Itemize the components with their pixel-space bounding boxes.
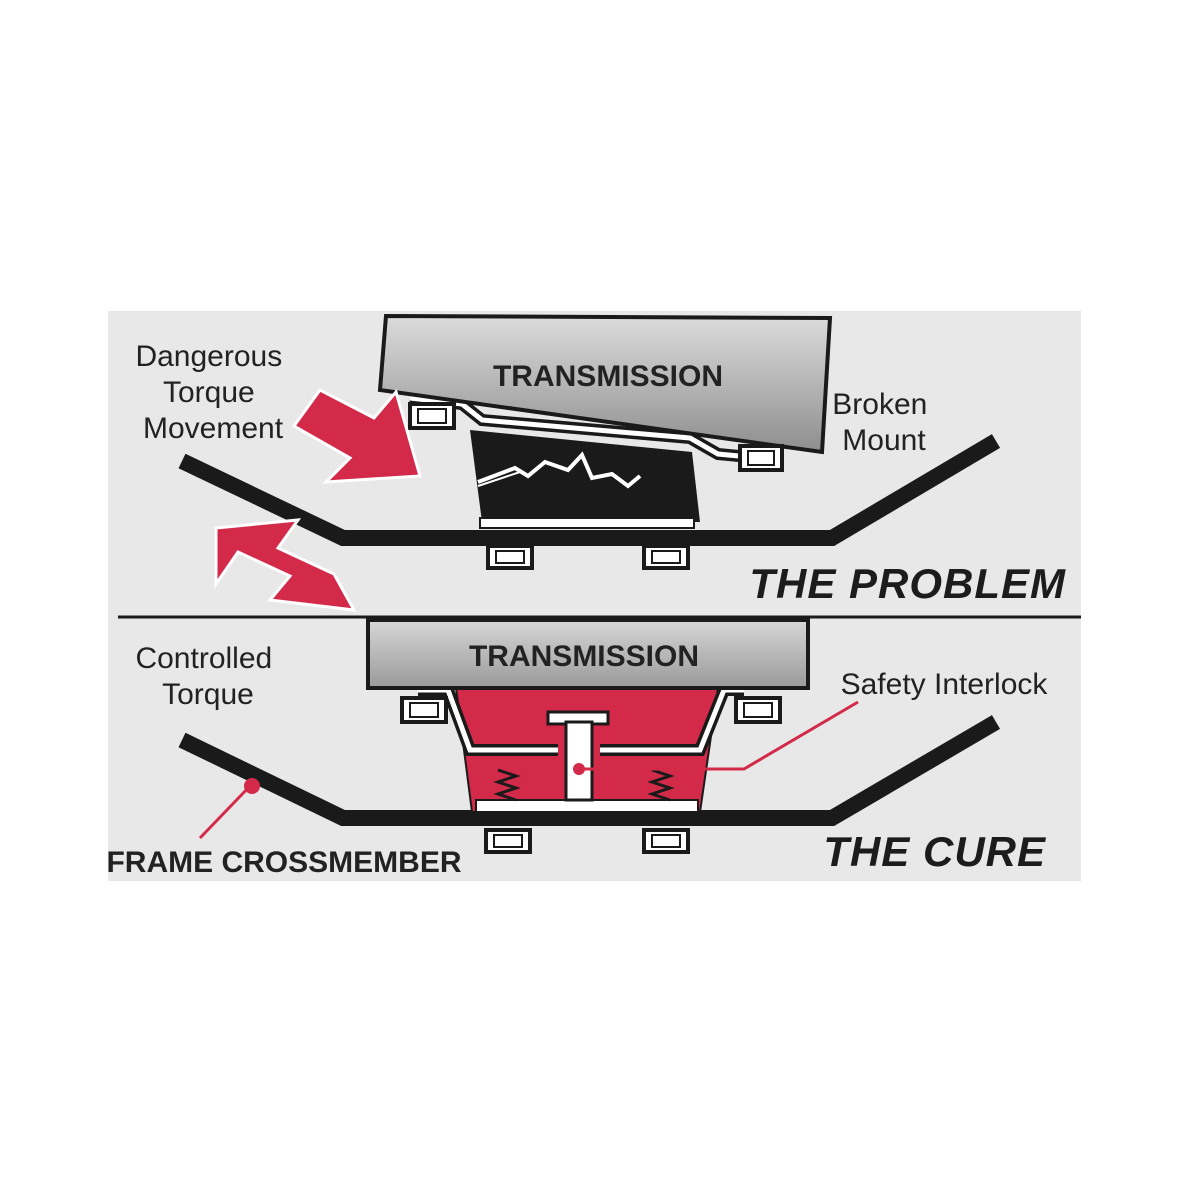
problem-title: THE PROBLEM xyxy=(749,560,1066,607)
right-spring-icon xyxy=(647,768,675,802)
cure-section: TRANSMISSION Controlled Torque Safety In… xyxy=(106,618,1049,879)
cure-frame-crossmember xyxy=(178,715,1001,826)
cure-frame-bolt-right xyxy=(642,828,690,854)
frame-leader-line xyxy=(198,784,252,840)
broken-mount-label: Broken Mount xyxy=(832,388,935,457)
problem-trans-bolt-right xyxy=(738,444,784,472)
frame-crossmember-label: FRAME CROSSMEMBER xyxy=(106,846,461,879)
torque-arrow-up-icon xyxy=(291,388,422,484)
cure-trans-bolt-right xyxy=(734,696,782,724)
mount-crack xyxy=(477,451,642,489)
controlled-torque-label: Controlled Torque xyxy=(135,642,280,711)
torque-arrow-down-shape xyxy=(214,518,357,612)
problem-frame-bolt-right xyxy=(642,544,690,570)
safety-interlock-icon xyxy=(546,710,610,802)
broken-mount-body xyxy=(470,430,700,522)
cure-transmission-label: TRANSMISSION xyxy=(469,640,699,673)
left-spring-icon xyxy=(493,768,521,802)
problem-transmission-housing xyxy=(377,313,833,455)
cure-base-plate xyxy=(475,799,699,813)
interlock-leader-line xyxy=(582,700,859,771)
cure-transmission-housing xyxy=(366,618,810,690)
safety-interlock-label: Safety Interlock xyxy=(841,668,1049,701)
problem-frame-bolt-left xyxy=(486,544,534,570)
dangerous-torque-label: Dangerous Torque Movement xyxy=(135,340,290,445)
problem-trans-bolt-left xyxy=(408,402,456,430)
problem-base-plate xyxy=(479,517,695,529)
frame-leader-dot xyxy=(244,778,260,794)
problem-transmission-label: TRANSMISSION xyxy=(493,360,723,393)
cure-trans-bolt-left xyxy=(400,696,448,724)
problem-section: TRANSMISSION Dangerous Torque Movement B… xyxy=(135,313,1066,612)
cure-frame-bolt-left xyxy=(484,828,532,854)
cure-title: THE CURE xyxy=(823,828,1047,875)
problem-frame-crossmember xyxy=(178,434,1001,546)
